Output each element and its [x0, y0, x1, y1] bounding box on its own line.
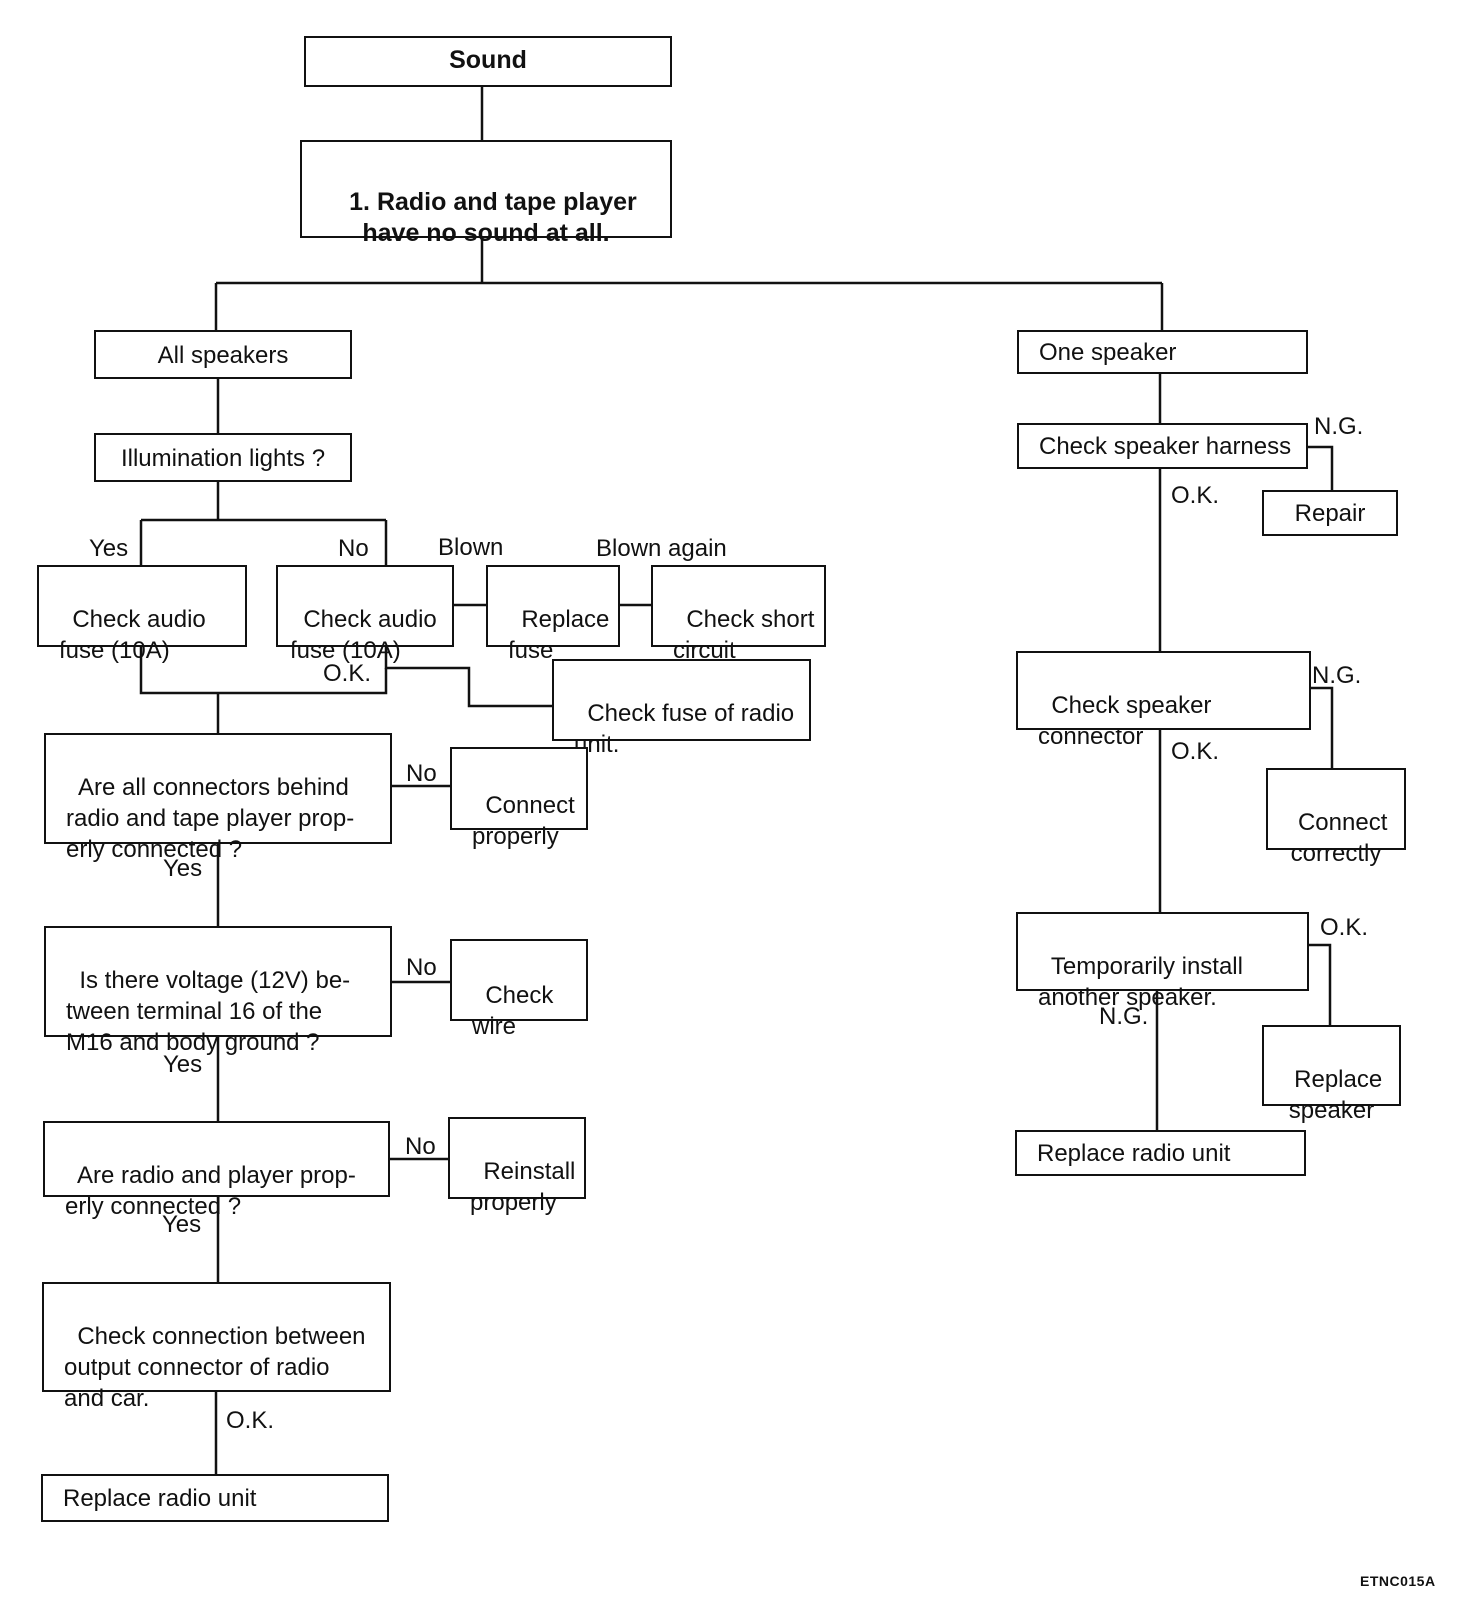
label-yes-radio: Yes: [162, 1211, 202, 1238]
label-no-illumination: No: [338, 535, 369, 562]
connect-properly-box: Connect properly: [450, 747, 588, 850]
label-no-voltage: No: [406, 954, 437, 981]
one-speaker-box: One speaker: [1017, 330, 1308, 374]
reinstall-box: Reinstall properly: [448, 1117, 586, 1216]
check-wire-text: Check wire: [472, 982, 554, 1040]
speaker-connector-text: Check speaker connector: [1038, 692, 1212, 750]
speaker-connector-box: Check speaker connector: [1016, 651, 1311, 750]
illumination-text: Illumination lights ?: [120, 445, 326, 472]
connect-properly-text: Connect properly: [472, 792, 575, 850]
symptom-box: 1. Radio and tape player have no sound a…: [300, 140, 672, 247]
label-ng-connector: N.G.: [1312, 662, 1362, 689]
label-ok-connection: O.K.: [226, 1407, 275, 1434]
connector-merge-left: [139, 646, 388, 695]
label-ng-harness: N.G.: [1314, 413, 1364, 440]
replace-radio-left-box: Replace radio unit: [41, 1474, 389, 1522]
connect-correctly-box: Connect correctly: [1266, 768, 1406, 867]
check-radio-fuse-box: Check fuse of radio unit.: [552, 659, 811, 758]
label-yes-connectors: Yes: [163, 855, 203, 882]
symptom-text: 1. Radio and tape player have no sound a…: [349, 188, 637, 247]
voltage-question-text: Is there voltage (12V) be- tween termina…: [66, 967, 351, 1056]
connector-harness-ng: [1307, 445, 1334, 490]
check-fuse-yes-text: Check audio fuse (10A): [59, 606, 206, 664]
title-text: Sound: [449, 46, 527, 74]
voltage-question-box: Is there voltage (12V) be- tween termina…: [44, 926, 392, 1056]
label-yes-voltage: Yes: [163, 1051, 203, 1078]
label-ng-temp: N.G.: [1099, 1003, 1149, 1030]
radio-player-question-text: Are radio and player prop- erly connecte…: [65, 1162, 356, 1220]
speaker-harness-text: Check speaker harness: [1039, 433, 1292, 460]
label-yes-illumination: Yes: [89, 535, 129, 562]
label-ok-connector: O.K.: [1171, 738, 1220, 765]
label-ok-temp: O.K.: [1320, 914, 1369, 941]
check-short-box: Check short circuit: [651, 565, 826, 664]
one-speaker-text: One speaker: [1039, 339, 1177, 366]
connector-ok-radio-fuse: [384, 646, 552, 708]
check-radio-fuse-text: Check fuse of radio unit.: [574, 700, 795, 758]
replace-radio-left-text: Replace radio unit: [63, 1485, 257, 1512]
illumination-box: Illumination lights ?: [94, 433, 352, 482]
check-short-text: Check short circuit: [673, 606, 815, 664]
connector-temp-ok: [1308, 943, 1332, 1025]
replace-speaker-box: Replace speaker: [1262, 1025, 1401, 1124]
connectors-question-box: Are all connectors behind radio and tape…: [44, 733, 392, 863]
connect-correctly-text: Connect correctly: [1290, 809, 1388, 867]
check-fuse-no-box: Check audio fuse (10A): [276, 565, 454, 664]
temp-install-box: Temporarily install another speaker.: [1016, 912, 1309, 1011]
check-wire-box: Check wire: [450, 939, 588, 1040]
replace-radio-right-box: Replace radio unit: [1015, 1130, 1306, 1176]
replace-speaker-text: Replace speaker: [1288, 1066, 1383, 1124]
label-blown-again: Blown again: [596, 535, 727, 562]
replace-fuse-text: Replace fuse: [508, 606, 610, 664]
connector-connector-ng: [1310, 686, 1334, 768]
label-no-radio: No: [405, 1133, 436, 1160]
replace-radio-right-text: Replace radio unit: [1037, 1140, 1231, 1167]
title-box: Sound: [304, 36, 672, 87]
radio-player-question-box: Are radio and player prop- erly connecte…: [43, 1121, 390, 1220]
check-connection-text: Check connection between output connecto…: [64, 1323, 366, 1412]
label-blown: Blown: [438, 534, 504, 561]
check-connection-box: Check connection between output connecto…: [42, 1282, 391, 1412]
connectors-question-text: Are all connectors behind radio and tape…: [66, 774, 355, 863]
repair-text: Repair: [1294, 500, 1366, 527]
temp-install-text: Temporarily install another speaker.: [1038, 953, 1243, 1011]
all-speakers-box: All speakers: [94, 330, 352, 379]
label-no-connectors: No: [406, 760, 437, 787]
speaker-harness-box: Check speaker harness: [1017, 423, 1308, 469]
all-speakers-text: All speakers: [157, 342, 289, 369]
repair-box: Repair: [1262, 490, 1398, 536]
label-ok-harness: O.K.: [1171, 482, 1220, 509]
reinstall-text: Reinstall properly: [470, 1158, 576, 1216]
label-ok-fuse: O.K.: [323, 660, 372, 687]
check-fuse-no-text: Check audio fuse (10A): [290, 606, 437, 664]
replace-fuse-box: Replace fuse: [486, 565, 620, 664]
figure-code: ETNC015A: [1360, 1573, 1436, 1589]
check-fuse-yes-box: Check audio fuse (10A): [37, 565, 247, 664]
